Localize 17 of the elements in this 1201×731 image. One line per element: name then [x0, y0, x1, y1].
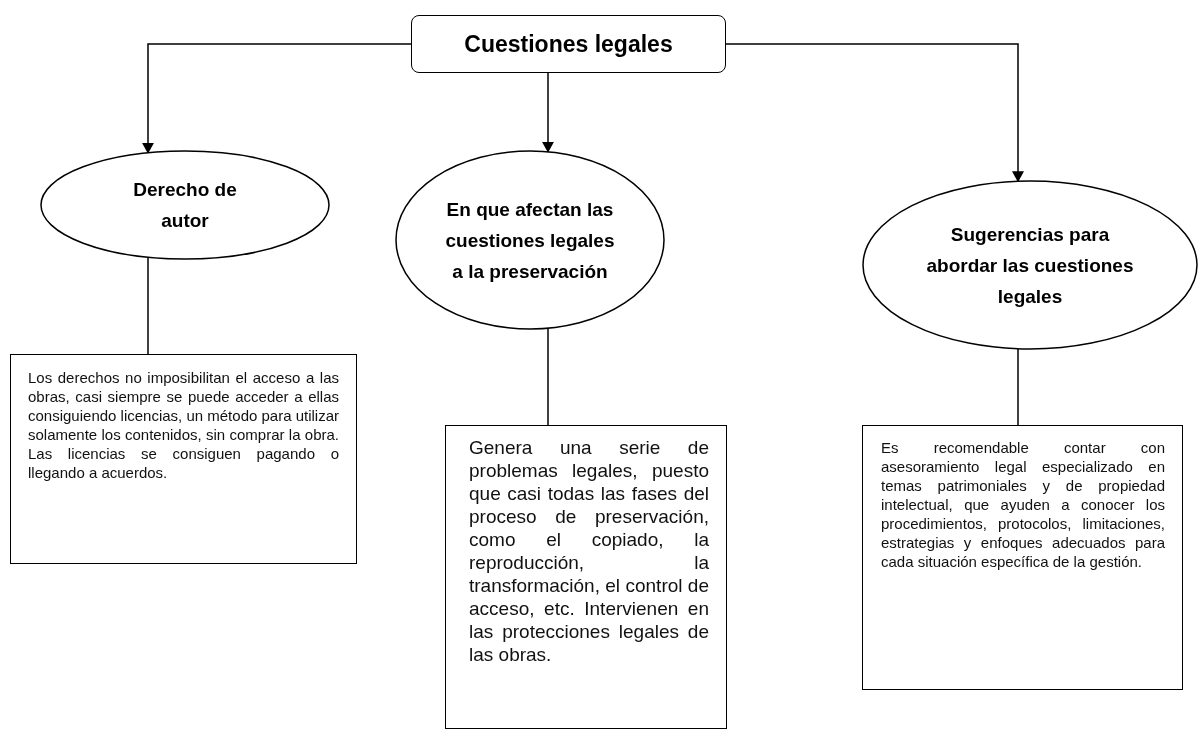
arrow: [142, 43, 412, 154]
connector-line: [547, 327, 549, 426]
text-box: [862, 425, 1183, 690]
arrow: [725, 43, 1024, 183]
connector-line: [1017, 348, 1019, 426]
body-text: Genera una serie de problemas legales, puesto que casi todas las fases del proceso de preservación, como el copiado, la reproducción, la transformación, el control de acceso, etc. Intervienen en las protecciones legales de las obras.: [469, 436, 709, 666]
topic-text: Sugerencias para abordar las cuestiones legales: [925, 222, 1135, 309]
connector-line: [147, 256, 149, 355]
body-text: Es recomendable contar con asesoramiento legal especializado en temas patrimoniales y de propiedad intelectual, que ayuden a conocer los procedimientos, protocolos, limitaciones, estrategias y enfoques adecuados para cada situación específica de la gestión.: [881, 438, 1165, 571]
topic-text: En que afectan las cuestiones legales a la preservación: [444, 197, 616, 284]
text-box: [445, 425, 727, 729]
body-text: Los derechos no imposibilitan el acceso a las obras, casi siempre se puede acceder a ellas consiguiendo licencias, un método para utilizar solamente los contenidos, sin comprar la obra. Las licencias se consiguen pagando o llegando a acuerdos.: [28, 368, 339, 482]
arrow: [542, 72, 554, 153]
title-box: [411, 15, 726, 73]
title-text: Cuestiones legales: [464, 30, 673, 58]
topic-text: Derecho de autor: [132, 178, 238, 233]
text-box: [10, 354, 357, 564]
